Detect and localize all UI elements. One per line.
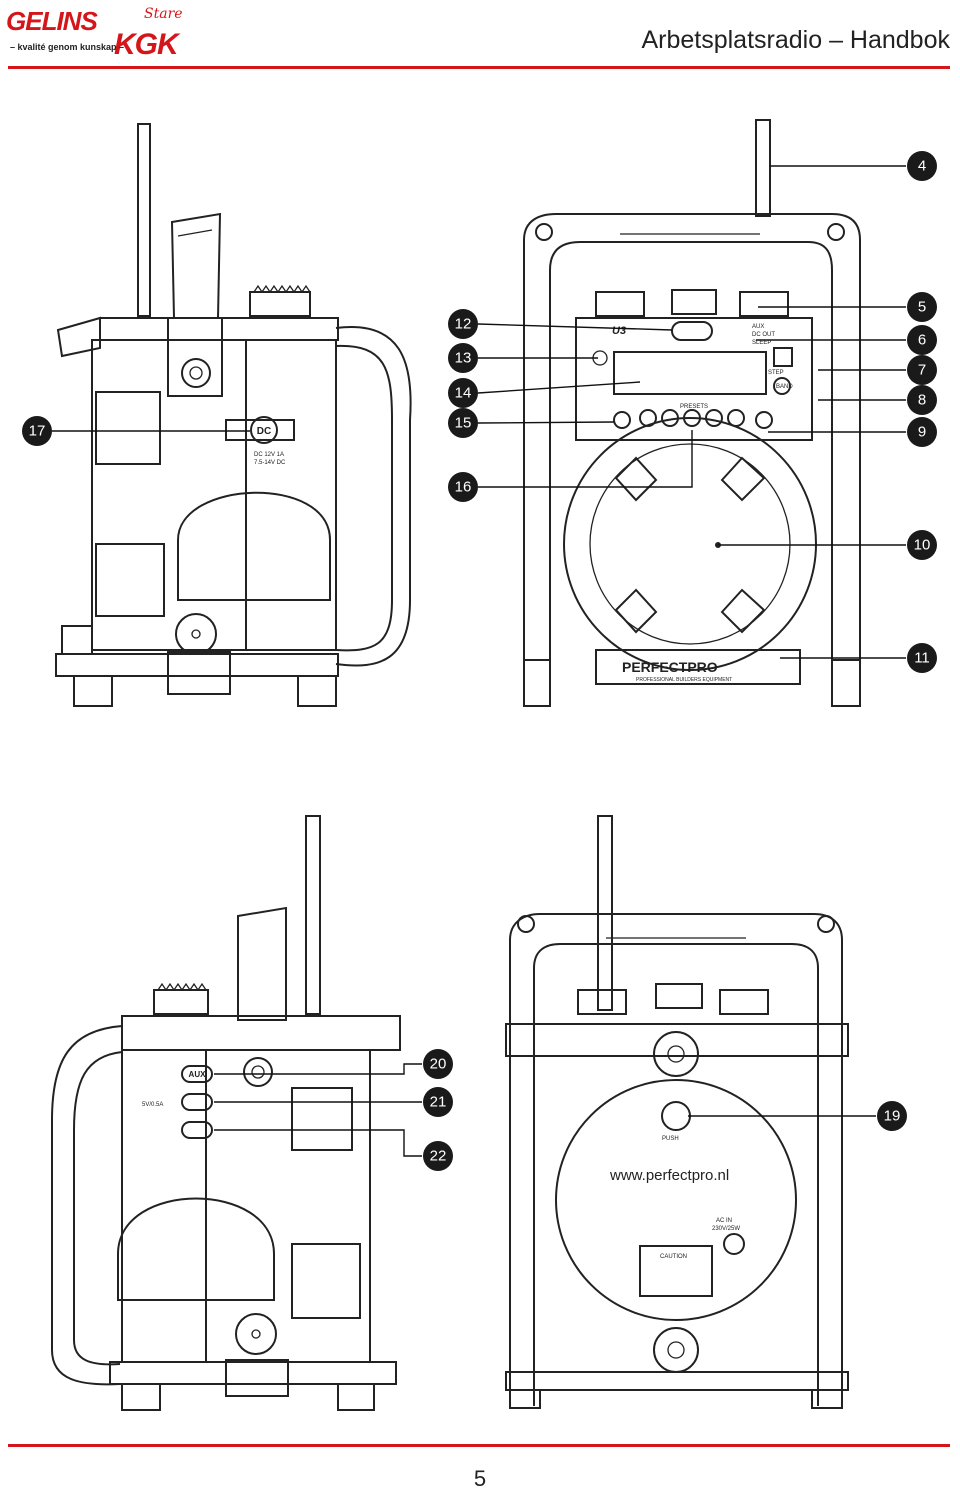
brand-plate: PERFECTPRO bbox=[622, 659, 718, 675]
model-label: U3 bbox=[612, 325, 626, 337]
aux-in-label: AUX bbox=[189, 1070, 207, 1079]
leader-lines bbox=[52, 165, 906, 1157]
callout-13: 13 bbox=[448, 343, 478, 373]
callout-14: 14 bbox=[448, 378, 478, 408]
svg-text:7: 7 bbox=[918, 362, 926, 379]
sleep-label: SLEEP bbox=[752, 340, 771, 346]
ac-in-label: AC IN bbox=[716, 1218, 732, 1224]
svg-text:16: 16 bbox=[455, 479, 472, 496]
usb-spec: 5V/0.5A bbox=[142, 1102, 163, 1108]
logo-kgk: KGK bbox=[114, 28, 179, 61]
callout-5: 5 bbox=[907, 292, 937, 322]
svg-text:4: 4 bbox=[918, 158, 926, 175]
dc-jack-label: DC bbox=[257, 426, 271, 437]
ac-spec-label: 230V/25W bbox=[712, 1226, 740, 1232]
svg-text:11: 11 bbox=[914, 650, 930, 667]
dc-spec-2: 7.5-14V DC bbox=[254, 460, 286, 466]
dc-spec-1: DC 12V 1A bbox=[254, 452, 284, 458]
svg-text:19: 19 bbox=[884, 1108, 901, 1125]
callout-11: 11 bbox=[907, 643, 937, 673]
svg-text:20: 20 bbox=[430, 1056, 447, 1073]
svg-text:8: 8 bbox=[918, 392, 926, 409]
svg-text:12: 12 bbox=[455, 316, 472, 333]
callout-9: 9 bbox=[907, 417, 937, 447]
aux-out-label: AUX bbox=[752, 324, 764, 330]
svg-text:15: 15 bbox=[455, 415, 472, 432]
header-rule bbox=[8, 66, 950, 69]
gelins-kgk-logo: GELINS Stare KGK – kvalité genom kunskap… bbox=[6, 6, 196, 61]
rear-view: PUSH www.perfectpro.nl AC IN 230V/25W CA… bbox=[505, 815, 849, 1409]
callout-4: 4 bbox=[907, 151, 937, 181]
logo-tagline: – kvalité genom kunskap – bbox=[10, 42, 125, 52]
svg-text:14: 14 bbox=[455, 385, 472, 402]
svg-text:5: 5 bbox=[918, 299, 926, 316]
callout-8: 8 bbox=[907, 385, 937, 415]
side-view-left: DC DC 12V 1A 7.5-14V DC bbox=[55, 123, 412, 707]
callout-19: 19 bbox=[877, 1101, 907, 1131]
brand-sub: PROFESSIONAL BUILDERS EQUIPMENT bbox=[636, 677, 732, 683]
svg-text:13: 13 bbox=[455, 350, 472, 367]
page-header: GELINS Stare KGK – kvalité genom kunskap… bbox=[0, 0, 960, 70]
document-title: Arbetsplatsradio – Handbok bbox=[641, 26, 950, 54]
dc-out-label: DC OUT bbox=[752, 332, 775, 338]
svg-text:10: 10 bbox=[914, 537, 931, 554]
svg-text:17: 17 bbox=[29, 423, 46, 440]
callout-22: 22 bbox=[423, 1141, 453, 1171]
svg-text:6: 6 bbox=[918, 332, 926, 349]
callout-15: 15 bbox=[448, 408, 478, 438]
step-label: STEP bbox=[768, 370, 784, 376]
callout-6: 6 bbox=[907, 325, 937, 355]
presets-label: PRESETS bbox=[680, 404, 708, 410]
callout-12: 12 bbox=[448, 309, 478, 339]
push-label: PUSH bbox=[662, 1136, 679, 1142]
side-view-right: AUX 5V/0.5A bbox=[51, 815, 401, 1411]
svg-text:22: 22 bbox=[430, 1148, 447, 1165]
radio-diagrams: DC DC 12V 1A 7.5-14V DC U3 AUX DC OUT SL… bbox=[22, 119, 937, 1411]
band-label: BAND bbox=[776, 384, 793, 390]
callout-17: 17 bbox=[22, 416, 52, 446]
website-label: www.perfectpro.nl bbox=[609, 1167, 729, 1184]
svg-text:9: 9 bbox=[918, 424, 926, 441]
logo-script: Stare bbox=[144, 6, 183, 22]
callout-7: 7 bbox=[907, 355, 937, 385]
logo-brand: GELINS bbox=[6, 6, 98, 36]
callout-20: 20 bbox=[423, 1049, 453, 1079]
callout-10: 10 bbox=[907, 530, 937, 560]
callout-16: 16 bbox=[448, 472, 478, 502]
callout-21: 21 bbox=[423, 1087, 453, 1117]
footer-rule bbox=[8, 1444, 950, 1447]
page-number: 5 bbox=[473, 1466, 487, 1491]
front-view: U3 AUX DC OUT SLEEP STEP BAND PRESETS PE… bbox=[523, 119, 861, 707]
caution-title: CAUTION bbox=[660, 1254, 687, 1260]
svg-text:21: 21 bbox=[430, 1094, 447, 1111]
